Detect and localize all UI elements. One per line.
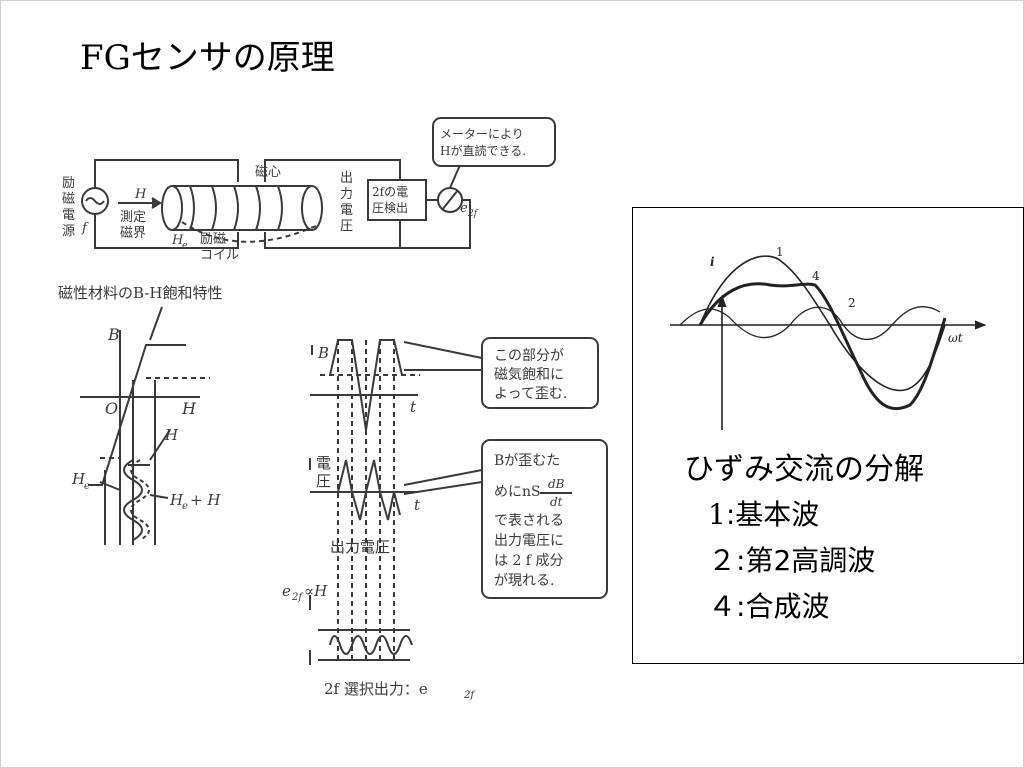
output-voltage-2: 力 [340, 187, 353, 202]
f-label: f [81, 221, 89, 236]
composite-wave [698, 282, 947, 411]
i-label: i [710, 255, 715, 269]
wave-t2-label: t [414, 496, 421, 514]
callout2-line2: めにnS [494, 484, 541, 500]
e2f-selected-output-wave [329, 635, 413, 655]
coil-label-2: コイル [200, 248, 239, 263]
selected-output-caption: 2f 選択出力：e [324, 680, 428, 698]
bh-caption: 磁性材料のB-H飽和特性 [58, 284, 222, 302]
callout2-line3: で表される [494, 513, 564, 529]
curve-label-4: 4 [812, 269, 820, 283]
wave-b-label: B [317, 344, 329, 362]
e2f-prop-label: e [282, 582, 291, 600]
curve-label-1: 1 [776, 245, 784, 259]
detector-1: 2fの電 [372, 185, 408, 199]
wt-label: ωt [948, 331, 963, 345]
b-axis-label: B [107, 325, 120, 344]
output-voltage-1: 出 [340, 171, 353, 186]
curve-label-2: 2 [848, 296, 856, 310]
he-label-bh: H [71, 470, 86, 488]
svg-text:∝H: ∝H [304, 582, 328, 600]
legend-item-composite: ４:合成波 [708, 590, 830, 623]
e2f-label-top: e [460, 201, 468, 216]
svg-text:2f: 2f [291, 592, 304, 603]
excitation-circuit-wire [94, 159, 239, 249]
h-axis-label: H [181, 399, 197, 418]
excitation-power-4: 源 [62, 224, 75, 239]
measured-field-1: 測定 [120, 210, 146, 225]
distorted-ac-panel [632, 207, 1024, 664]
voltage-label-2: 圧 [316, 472, 331, 490]
he-plus-h-label: H [169, 491, 184, 509]
bh-saturation-curve [88, 344, 186, 486]
output-voltage-wave [337, 459, 401, 521]
fundamental-wave [699, 255, 946, 392]
excitation-power-2: 磁 [62, 192, 75, 207]
meter-note-2: Hが直読できる. [440, 143, 526, 158]
slide-title: FGセンサの原理 [80, 38, 335, 78]
meter-note-1: メーターにより [440, 127, 524, 141]
callout2-line6: が現れる. [494, 573, 554, 589]
callout1-line1: この部分が [494, 348, 564, 364]
svg-text:2f: 2f [467, 209, 479, 219]
he-plus-h-sine-wave [130, 459, 150, 541]
svg-text:e: e [84, 481, 90, 492]
detector-2: 圧検出 [372, 201, 408, 215]
output-voltage-caption: 出力電圧 [330, 538, 390, 556]
callout1-line3: よって歪む. [494, 386, 567, 402]
callout2-dB: dB [548, 477, 565, 491]
callout2-line5: は 2 f 成分 [494, 553, 563, 569]
origin-label: O [105, 399, 118, 418]
core-label: 磁心 [255, 165, 281, 180]
callout2-dt: dt [550, 495, 563, 509]
svg-text:2f: 2f [463, 690, 476, 701]
callout2-line1: Bが歪むた [494, 453, 560, 469]
h-field-label: H [134, 187, 147, 202]
svg-text:+ H: + H [190, 491, 221, 509]
legend-item-second-harmonic: ２:第2高調波 [708, 544, 876, 577]
excitation-power-3: 電 [62, 208, 75, 223]
svg-text:e: e [182, 241, 187, 251]
he-sine-wave [123, 459, 143, 541]
coil-label-1: 励磁 [200, 232, 226, 247]
second-harmonic-wave [679, 306, 941, 341]
wave-t-label: t [410, 398, 417, 416]
excitation-power-1: 励 [62, 176, 75, 191]
output-voltage-4: 圧 [340, 219, 353, 234]
callout2-line4: 出力電圧に [494, 533, 564, 549]
he-label-top: H [171, 233, 184, 248]
voltage-label-1: 電 [316, 454, 331, 472]
legend-heading: ひずみ交流の分解 [684, 452, 924, 487]
h-small-label: H [164, 426, 179, 444]
waveform-legend: ひずみ交流の分解 1:基本波 ２:第2高調波 ４:合成波 [684, 448, 924, 630]
output-voltage-3: 電 [340, 203, 353, 218]
legend-item-fundamental: 1:基本波 [708, 498, 820, 531]
callout1-line2: 磁気飽和に [494, 366, 564, 383]
svg-text:e: e [182, 501, 188, 512]
measured-field-2: 磁界 [120, 226, 146, 241]
ac-source-symbol [81, 187, 109, 215]
